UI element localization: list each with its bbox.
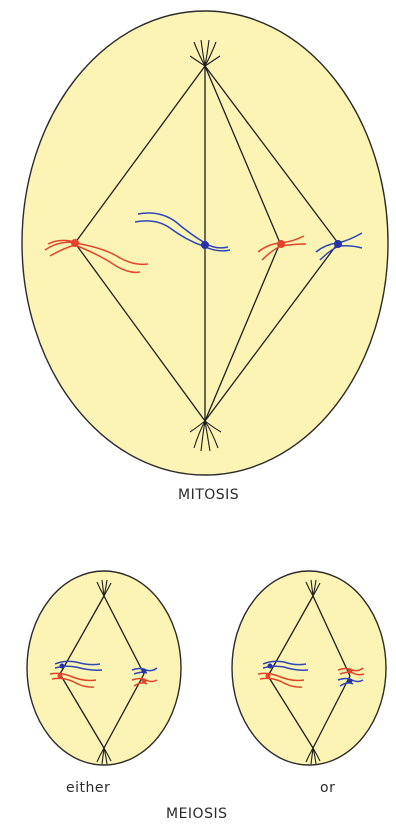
- meiosis-cell-or: [232, 571, 386, 765]
- mitosis-label: MITOSIS: [178, 487, 239, 503]
- meiosis-cell-either: [27, 571, 181, 765]
- meiosis-either-cell-membrane: [27, 571, 181, 765]
- meiosis-label: MEIOSIS: [166, 806, 227, 822]
- or-label: or: [320, 780, 335, 796]
- either-label: either: [66, 780, 110, 796]
- mitosis-cell: [22, 11, 388, 475]
